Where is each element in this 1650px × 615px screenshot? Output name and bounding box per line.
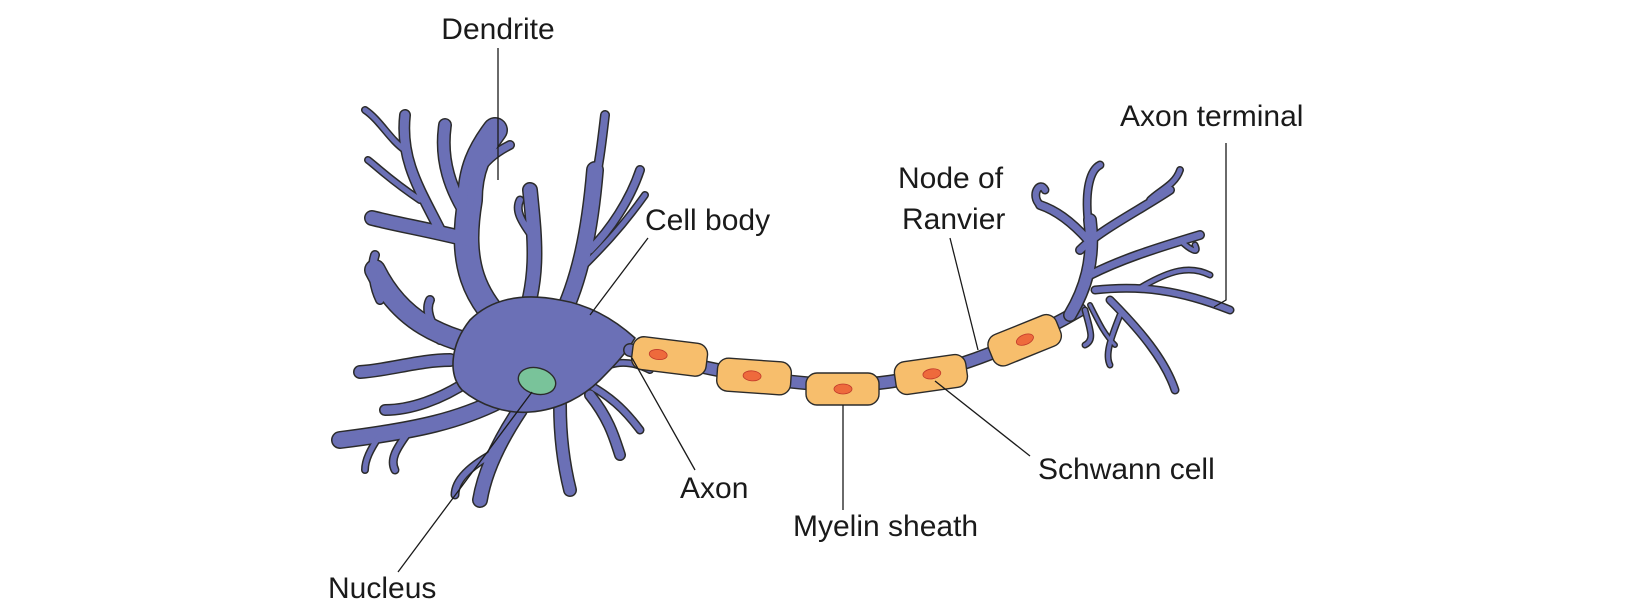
- axon-terminal-branches: [1031, 160, 1235, 395]
- nucleus-leader: [397, 391, 533, 573]
- cell-body-shape: [452, 296, 636, 414]
- myelin-segment: [716, 357, 793, 396]
- labels: Dendrite Cell body Nucleus Axon Myelin s…: [328, 13, 1303, 605]
- neuron-illustration: [331, 106, 1235, 508]
- myelin-segment: [630, 336, 709, 377]
- myelin-sheath-segments: [630, 313, 1063, 406]
- myelin-segment: [893, 353, 969, 396]
- axon-terminal-label: Axon terminal: [1120, 100, 1303, 133]
- schwann-cell-leader: [934, 380, 1031, 457]
- axon-leader: [631, 357, 696, 471]
- cell-body-leader: [589, 237, 649, 316]
- axon-label: Axon: [680, 472, 748, 505]
- schwann-cell-label: Schwann cell: [1038, 453, 1215, 486]
- leader-lines: [397, 48, 1227, 573]
- cell-body-label: Cell body: [645, 204, 770, 237]
- axon-terminal-leader: [1213, 143, 1227, 308]
- dendrites: [331, 106, 654, 508]
- myelin-sheath-label: Myelin sheath: [793, 510, 978, 543]
- myelin-segment: [805, 372, 880, 406]
- nucleus-label: Nucleus: [328, 572, 436, 605]
- node-of-ranvier-label-line1: Node of: [898, 162, 1004, 195]
- myelin-segment: [987, 313, 1063, 367]
- cell-nucleus: [517, 366, 557, 396]
- node-of-ranvier-label-line2: Ranvier: [902, 203, 1005, 236]
- dendrite-label: Dendrite: [441, 13, 554, 46]
- node-of-ranvier-leader: [949, 237, 979, 351]
